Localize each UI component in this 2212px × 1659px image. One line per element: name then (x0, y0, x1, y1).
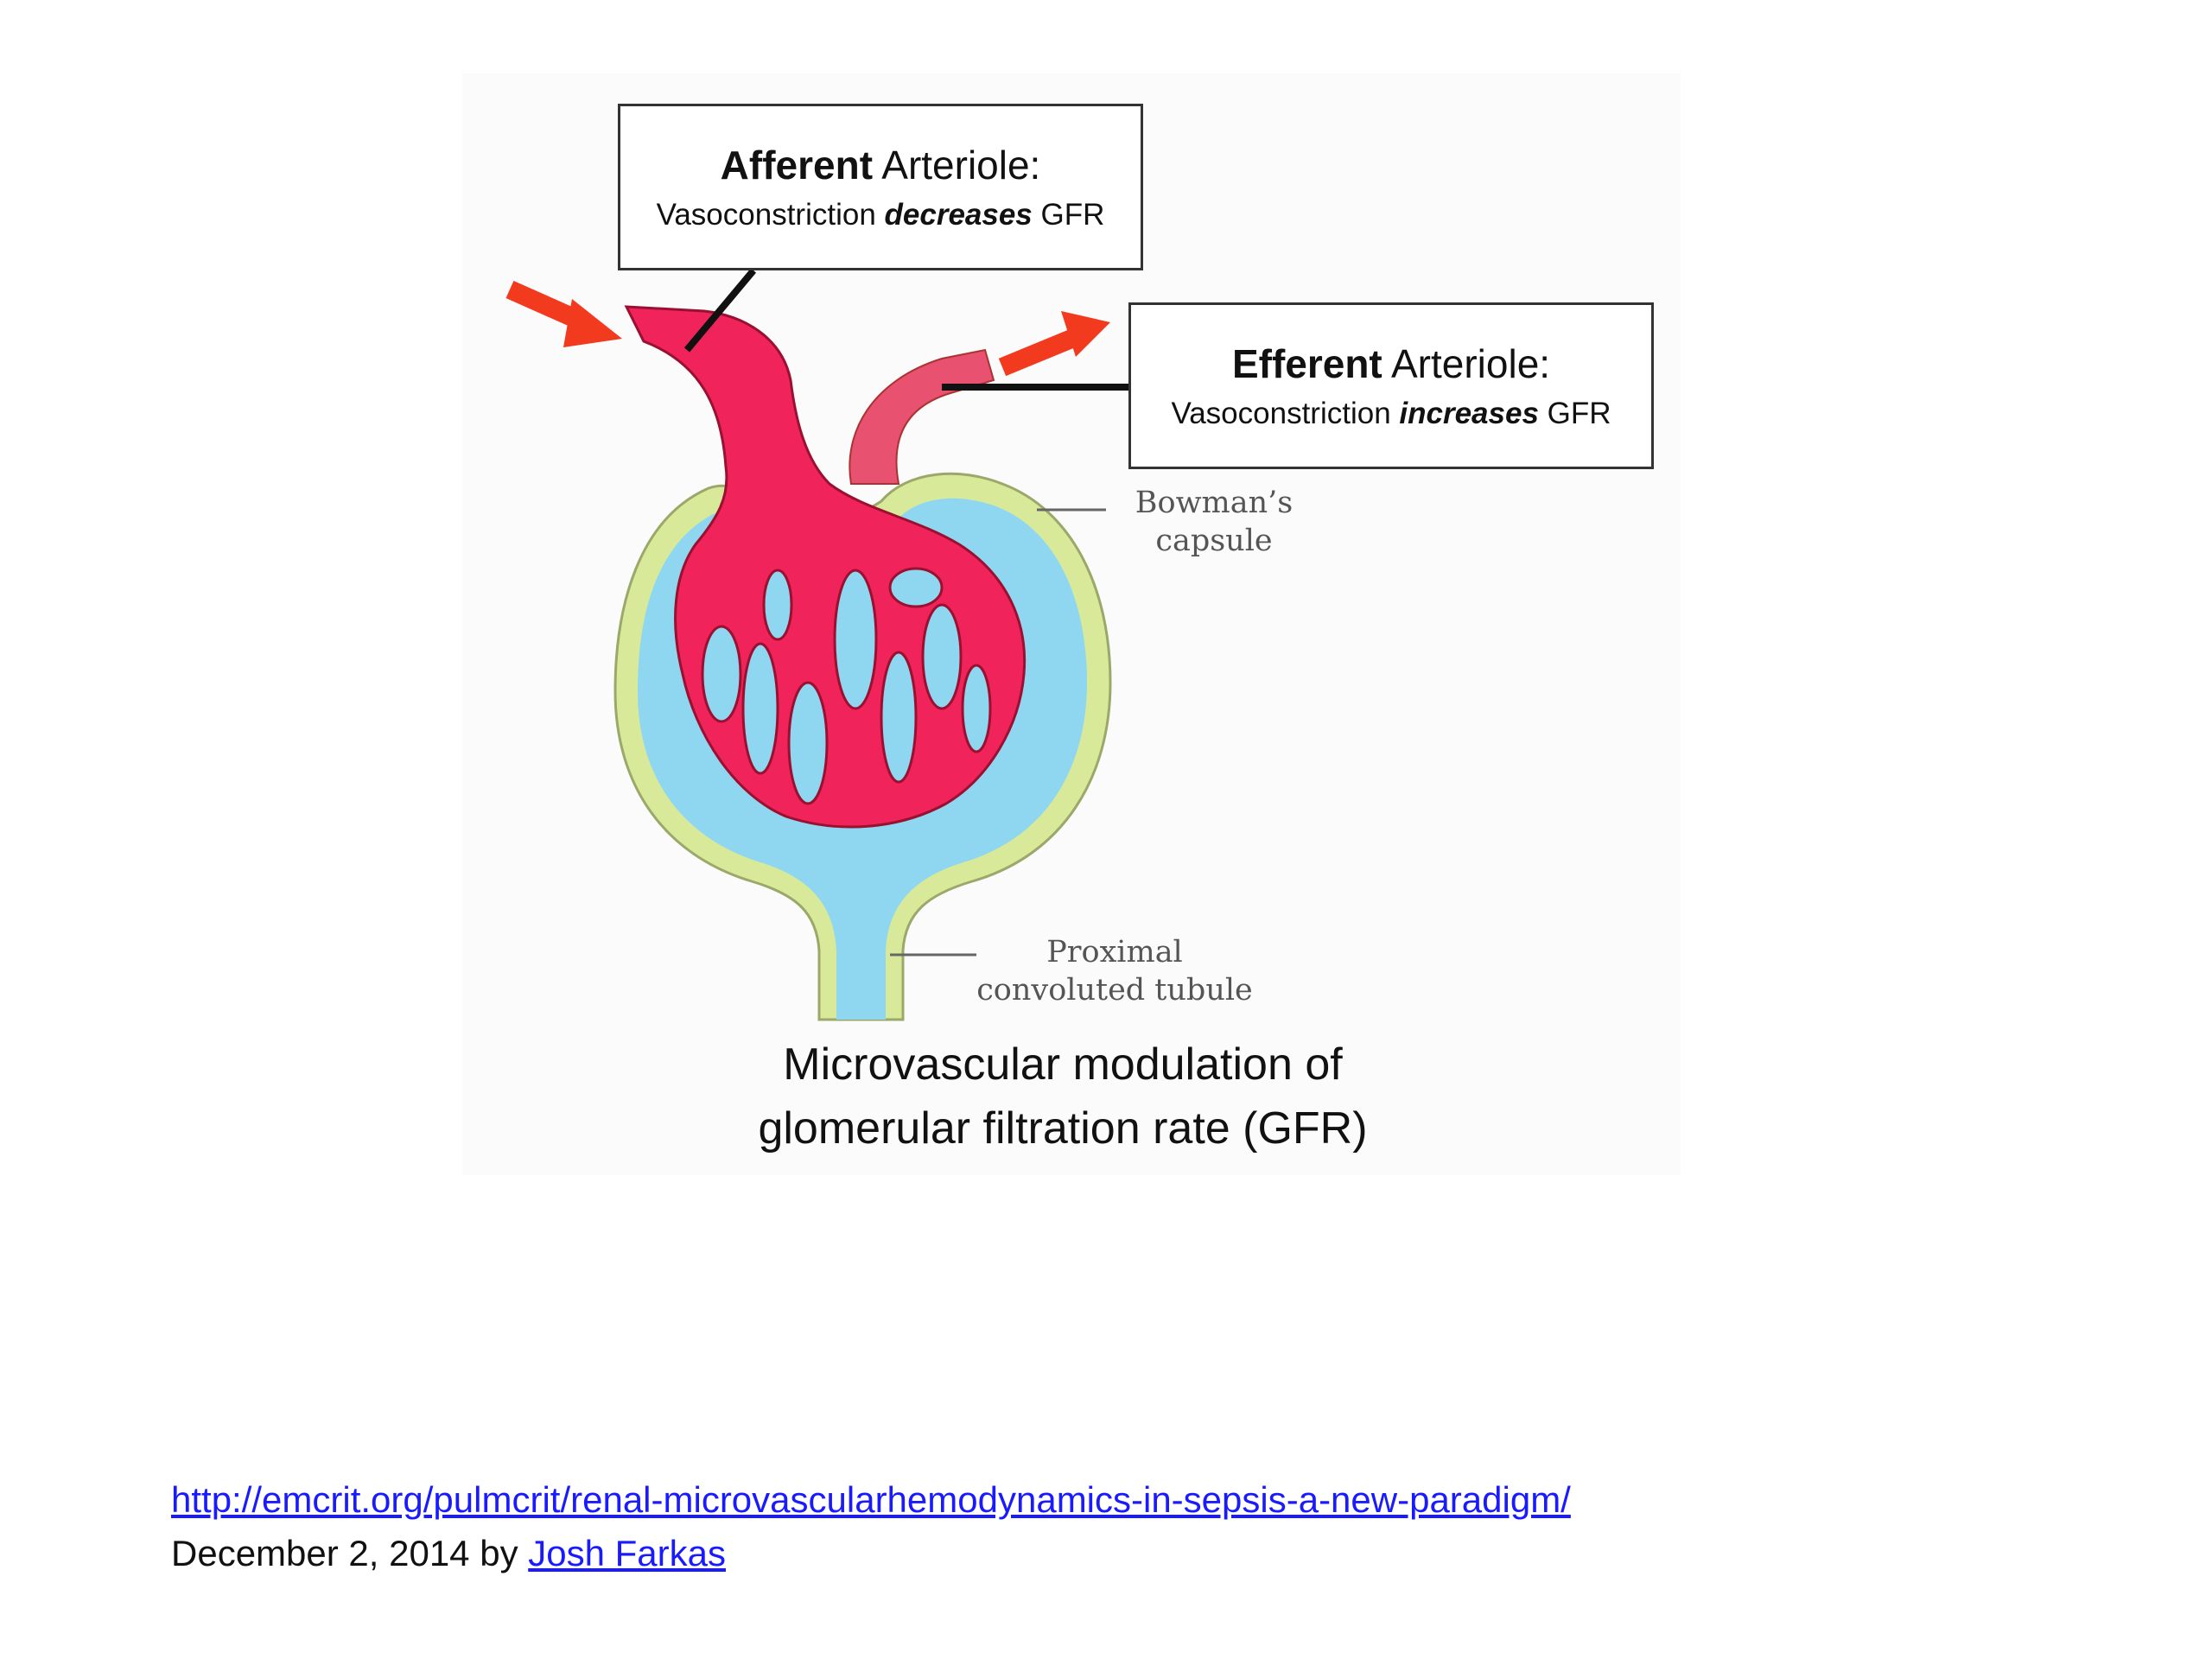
afferent-heading: Afferent Arteriole: (720, 143, 1041, 188)
figure-caption: Microvascular modulation of glomerular f… (758, 1039, 1368, 1154)
efferent-arteriole-callout: Efferent Arteriole: Vasoconstriction inc… (1128, 302, 1654, 469)
bowmans-capsule-label: Bowman’s capsule (1135, 486, 1294, 558)
efferent-arteriole (849, 348, 995, 485)
afferent-effect: Vasoconstriction decreases GFR (656, 198, 1105, 232)
afferent-arteriole-callout: Afferent Arteriole: Vasoconstriction dec… (618, 104, 1143, 270)
efferent-effect: Vasoconstriction increases GFR (1171, 397, 1611, 430)
proximal-tubule-label: Proximal convoluted tubule (976, 935, 1253, 1007)
author-link[interactable]: Josh Farkas (528, 1533, 726, 1573)
outflow-arrow (998, 311, 1110, 377)
source-url-link[interactable]: http://emcrit.org/pulmcrit/renal-microva… (171, 1479, 1571, 1520)
citation: http://emcrit.org/pulmcrit/renal-microva… (171, 1473, 1571, 1580)
efferent-heading: Efferent Arteriole: (1231, 341, 1551, 386)
capillary-loops (701, 567, 992, 805)
publication-date: December 2, 2014 by (171, 1533, 529, 1573)
afferent-pointer-line (683, 268, 757, 353)
inflow-arrow (505, 280, 622, 347)
